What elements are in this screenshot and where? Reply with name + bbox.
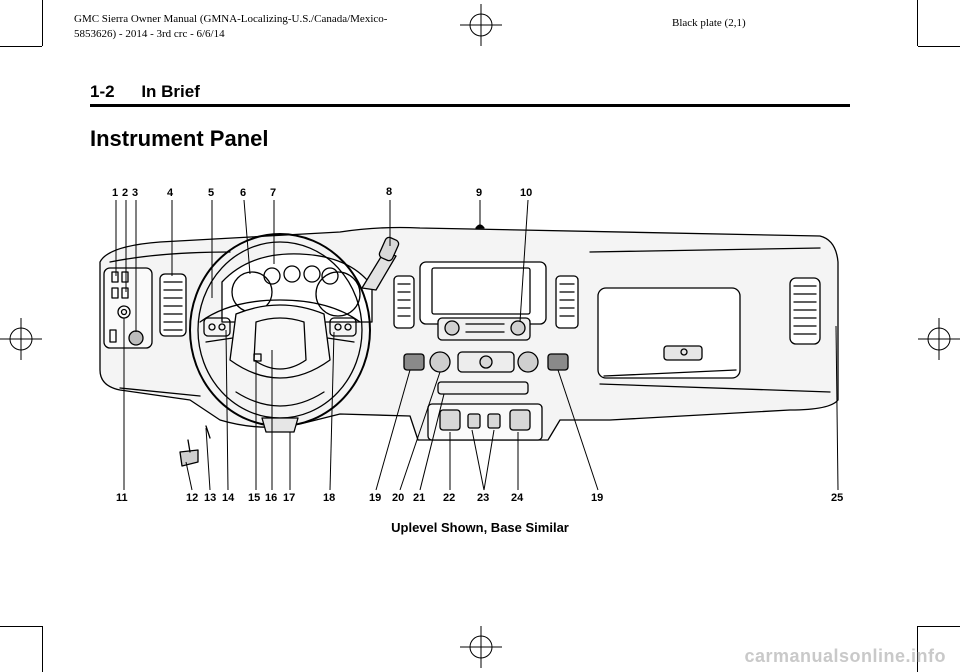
climate-left-knob bbox=[429, 351, 451, 373]
steering-wheel-hub bbox=[229, 304, 331, 379]
callout-label: 9 bbox=[476, 187, 483, 199]
callout-label: 20 bbox=[392, 492, 405, 504]
lower-small-button bbox=[467, 413, 481, 429]
section-number: 1-2 bbox=[90, 82, 115, 101]
callout-label: 2 bbox=[122, 187, 129, 199]
callout-label: 13 bbox=[204, 492, 217, 504]
registration-mark-left bbox=[0, 318, 42, 360]
right-wheel-controls bbox=[329, 317, 357, 337]
print-header-line2: 5853626) - 2014 - 3rd crc - 6/6/14 bbox=[74, 28, 225, 40]
crop-mark bbox=[0, 46, 42, 47]
callout-label: 21 bbox=[413, 492, 426, 504]
callout-label: 19 bbox=[369, 492, 382, 504]
page-title: Instrument Panel bbox=[90, 126, 269, 151]
callout-label: 17 bbox=[283, 492, 296, 504]
callout-label: 10 bbox=[520, 187, 533, 199]
registration-mark-bottom bbox=[460, 626, 502, 668]
lower-left-button bbox=[439, 409, 461, 431]
print-header: GMC Sierra Owner Manual (GMNA-Localizing… bbox=[74, 12, 554, 42]
callout-label: 23 bbox=[477, 492, 490, 504]
callout-label: 7 bbox=[270, 187, 277, 199]
volume-knob bbox=[444, 320, 460, 336]
touchscreen-display bbox=[431, 267, 531, 315]
left-wheel-controls bbox=[203, 317, 231, 337]
callout-label: 6 bbox=[240, 187, 247, 199]
glove-box-handle bbox=[663, 345, 703, 361]
watermark: carmanualsonline.info bbox=[744, 646, 946, 666]
climate-button-row bbox=[437, 381, 529, 395]
callout-label: 4 bbox=[167, 187, 174, 199]
figure-caption: Uplevel Shown, Base Similar bbox=[391, 520, 569, 535]
callout-label: 24 bbox=[511, 492, 524, 504]
center-left-air-vent bbox=[393, 275, 415, 329]
crop-mark bbox=[917, 0, 918, 46]
section-header: 1-2 In Brief bbox=[90, 82, 200, 102]
callout-label: 14 bbox=[222, 492, 235, 504]
dimmer-knob bbox=[128, 330, 144, 346]
callout-label: 18 bbox=[323, 492, 336, 504]
glove-box bbox=[597, 287, 741, 379]
crop-mark bbox=[918, 626, 960, 627]
callout-label: 5 bbox=[208, 187, 215, 199]
registration-mark-right bbox=[918, 318, 960, 360]
brake-pedal bbox=[179, 449, 199, 467]
callout-label: 8 bbox=[386, 186, 393, 198]
steering-column bbox=[261, 417, 299, 433]
climate-right-knob bbox=[517, 351, 539, 373]
callout-label: 1 bbox=[112, 187, 119, 199]
section-title: In Brief bbox=[141, 82, 200, 101]
callout-label: 15 bbox=[248, 492, 261, 504]
lower-small-button bbox=[487, 413, 501, 429]
tune-knob bbox=[510, 320, 526, 336]
callout-label: 12 bbox=[186, 492, 199, 504]
callout-label: 11 bbox=[116, 492, 128, 504]
crop-mark bbox=[918, 46, 960, 47]
callout-label: 3 bbox=[132, 187, 139, 199]
right-seat-heat-button bbox=[547, 353, 569, 371]
speedometer-gauge bbox=[315, 271, 361, 317]
crop-mark bbox=[42, 0, 43, 46]
lower-right-button bbox=[509, 409, 531, 431]
callout-label: 25 bbox=[831, 492, 844, 504]
callout-label: 19 bbox=[591, 492, 604, 504]
crop-mark bbox=[917, 626, 918, 672]
center-right-air-vent bbox=[555, 275, 579, 329]
left-seat-heat-button bbox=[403, 353, 425, 371]
plate-label: Black plate (2,1) bbox=[672, 17, 746, 29]
crop-mark bbox=[42, 626, 43, 672]
crop-mark bbox=[0, 626, 42, 627]
print-header-line1: GMC Sierra Owner Manual (GMNA-Localizing… bbox=[74, 13, 388, 25]
left-air-vent bbox=[159, 273, 187, 337]
callout-label: 22 bbox=[443, 492, 456, 504]
airbag-cover bbox=[253, 317, 307, 370]
header-rule bbox=[90, 104, 850, 107]
registration-mark-top bbox=[460, 4, 502, 46]
radio-controls bbox=[437, 317, 531, 341]
wiper-stalk bbox=[361, 251, 397, 291]
callout-label: 16 bbox=[265, 492, 278, 504]
